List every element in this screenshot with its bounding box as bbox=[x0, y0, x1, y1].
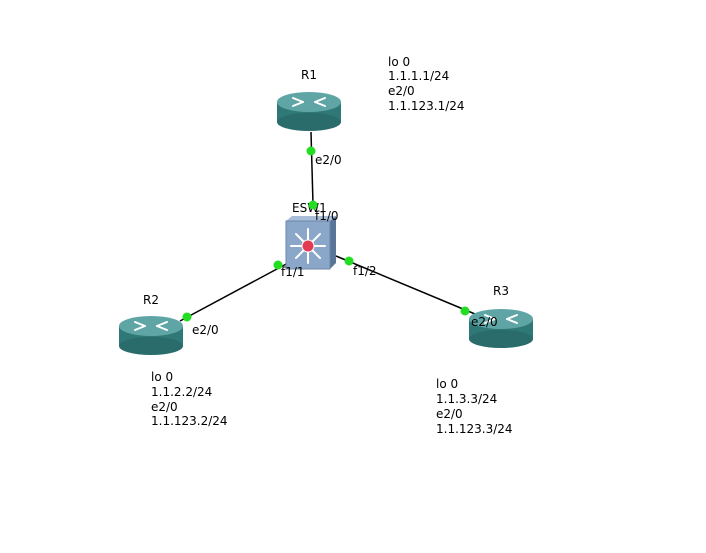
switch-top bbox=[286, 216, 336, 221]
device-label-r3: R3 bbox=[493, 284, 509, 298]
note-line: 1.1.123.3/24 bbox=[436, 422, 513, 436]
note-line: 1.1.3.3/24 bbox=[436, 392, 497, 406]
switch-hub-icon bbox=[301, 239, 315, 253]
port-label-esw1-f1-1: f1/1 bbox=[281, 265, 305, 279]
port-dots bbox=[182, 146, 470, 322]
port-dot-r2-e2-0[interactable] bbox=[182, 312, 192, 322]
address-note-r1: lo 0 1.1.1.1/24 e2/0 1.1.123.1/24 bbox=[388, 55, 465, 113]
port-label-esw1-f1-2: f1/2 bbox=[353, 264, 377, 278]
note-line: 1.1.2.2/24 bbox=[151, 385, 212, 399]
port-dot-esw1-f1-0[interactable] bbox=[308, 200, 318, 210]
note-line: lo 0 bbox=[388, 55, 410, 69]
router-icon bbox=[118, 315, 184, 356]
link-esw1-r1[interactable] bbox=[310, 131, 314, 205]
router-r1[interactable] bbox=[276, 91, 342, 132]
port-dot-r1-e2-0[interactable] bbox=[306, 146, 316, 156]
links bbox=[179, 131, 476, 322]
address-note-r2: lo 0 1.1.2.2/24 e2/0 1.1.123.2/24 bbox=[151, 370, 228, 428]
port-label-r1-e2-0: e2/0 bbox=[315, 153, 342, 167]
port-label-r2-e2-0: e2/0 bbox=[192, 323, 219, 337]
note-line: 1.1.123.1/24 bbox=[388, 99, 465, 113]
switch-side bbox=[330, 216, 336, 269]
note-line: e2/0 bbox=[151, 400, 178, 414]
switch-esw1[interactable] bbox=[285, 216, 336, 270]
port-label-esw1-f1-0: f1/0 bbox=[315, 209, 339, 223]
note-line: lo 0 bbox=[151, 370, 173, 384]
note-line: 1.1.1.1/24 bbox=[388, 69, 449, 83]
link-esw1-r2[interactable] bbox=[179, 261, 291, 322]
router-icon bbox=[276, 91, 342, 132]
note-line: 1.1.123.2/24 bbox=[151, 414, 228, 428]
link-esw1-r3[interactable] bbox=[335, 255, 476, 315]
port-dot-r3-e2-0[interactable] bbox=[460, 306, 470, 316]
device-label-esw1: ESW1 bbox=[292, 201, 327, 215]
address-note-r3: lo 0 1.1.3.3/24 e2/0 1.1.123.3/24 bbox=[436, 377, 513, 436]
note-line: lo 0 bbox=[436, 377, 458, 391]
note-line: e2/0 bbox=[436, 407, 463, 421]
port-dot-esw1-f1-1[interactable] bbox=[273, 260, 283, 270]
router-r2[interactable] bbox=[118, 315, 184, 356]
device-label-r1: R1 bbox=[301, 68, 317, 82]
port-dot-esw1-f1-2[interactable] bbox=[344, 256, 354, 266]
note-line: e2/0 bbox=[388, 84, 415, 98]
device-label-r2: R2 bbox=[143, 293, 159, 307]
port-label-r3-e2-0: e2/0 bbox=[471, 315, 498, 329]
